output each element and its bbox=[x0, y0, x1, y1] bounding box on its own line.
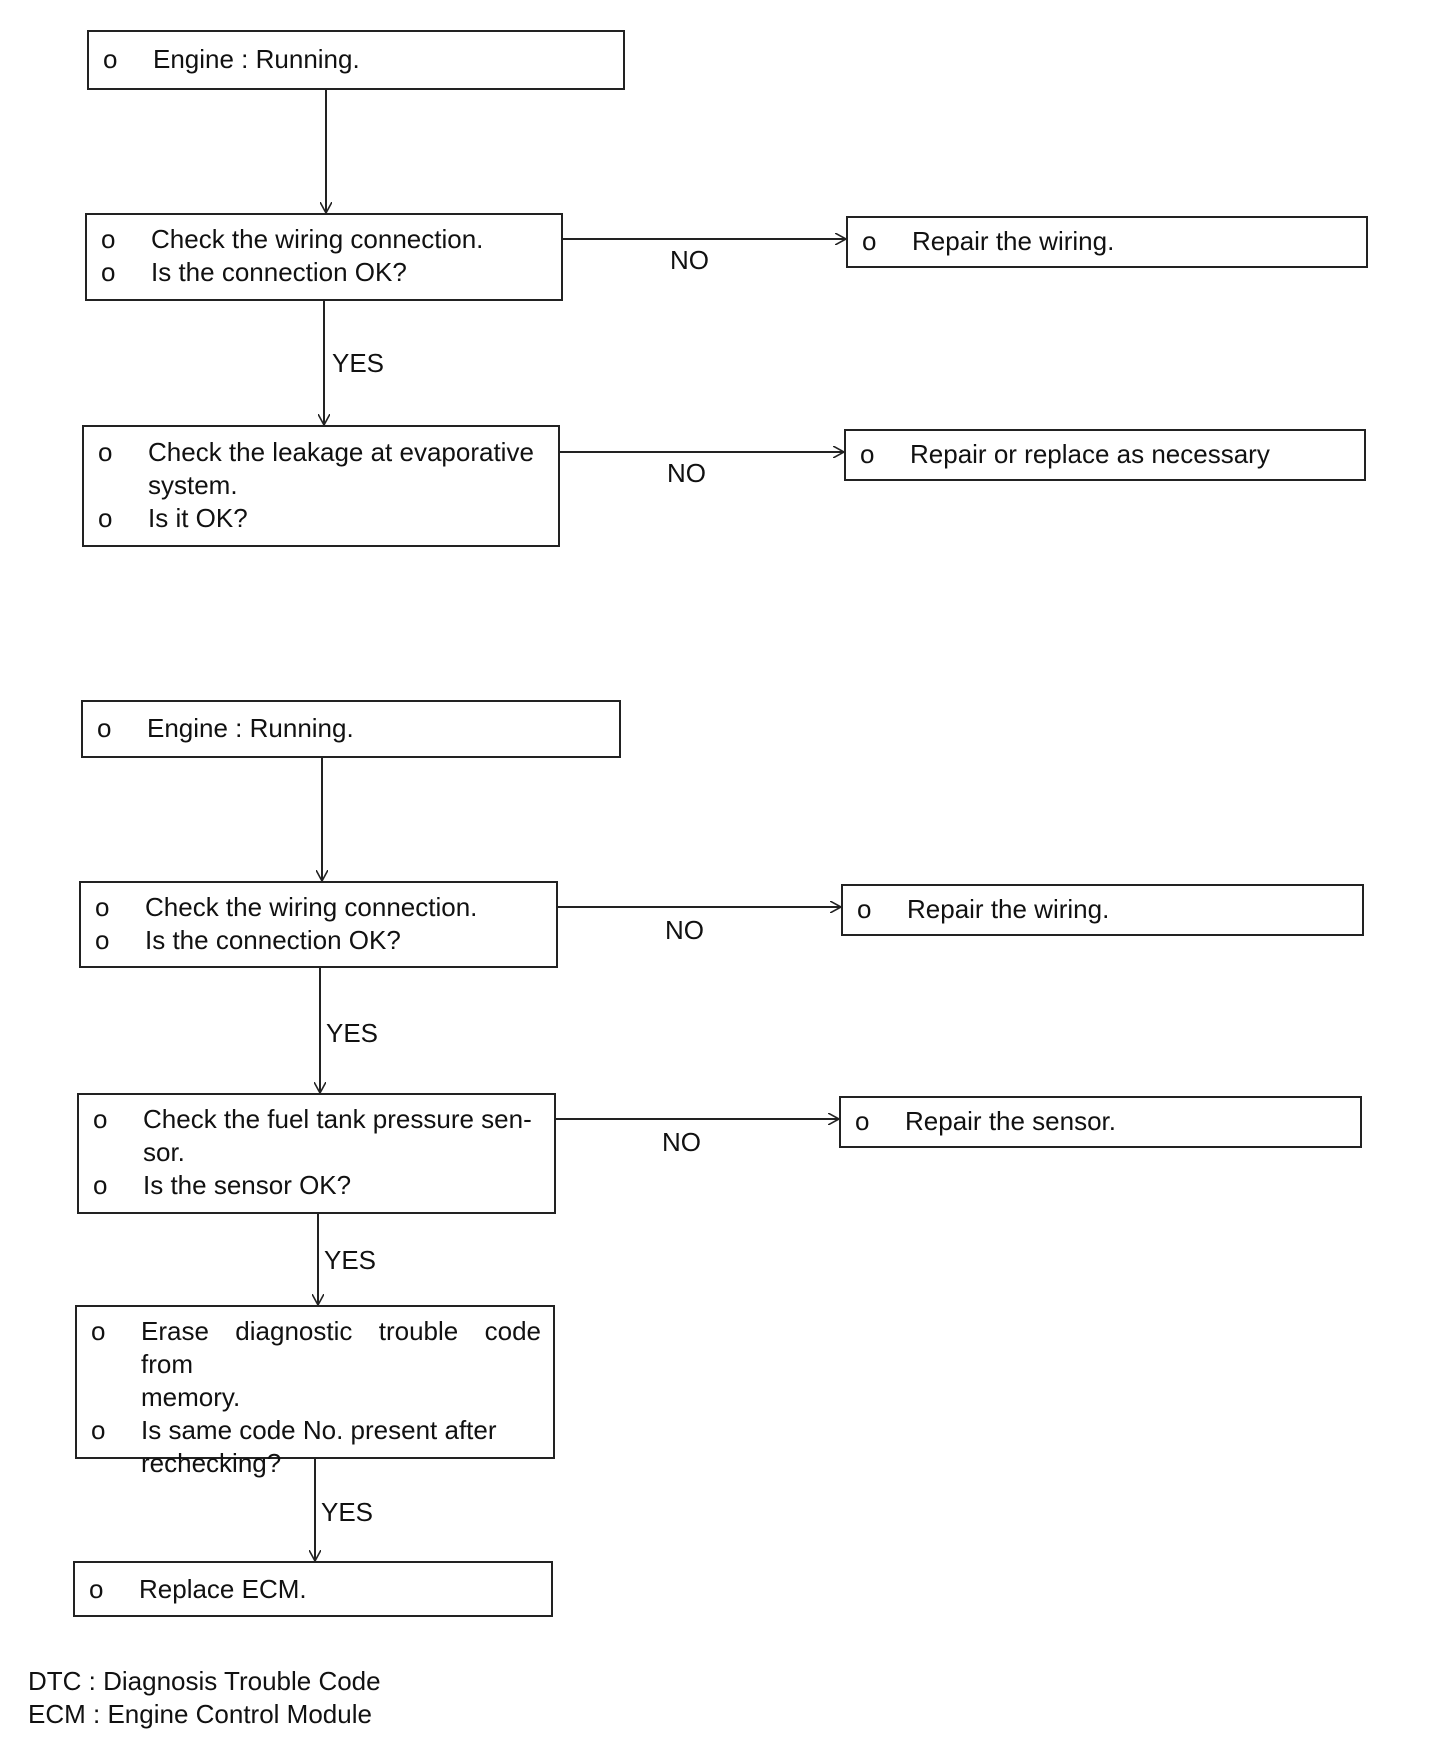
bullet: o bbox=[98, 503, 113, 533]
step-text: Repair the sensor. bbox=[905, 1106, 1117, 1136]
step-check-wiring: o Check the wiring connection. o Is the co… bbox=[79, 881, 558, 968]
step-check-wiring: o Check the wiring connection. o Is the co… bbox=[85, 213, 563, 301]
bullet: o bbox=[91, 1415, 106, 1445]
step-check-leakage: o Check the leakage at evaporative system… bbox=[82, 425, 560, 547]
step-text: Repair the wiring. bbox=[907, 894, 1110, 924]
step-text: Engine : Running. bbox=[147, 713, 354, 743]
step-repair-sensor: o Repair the sensor. bbox=[839, 1096, 1362, 1148]
no-label: NO bbox=[670, 245, 709, 275]
step-text: Is the connection OK? bbox=[145, 925, 401, 955]
step-text: Repair or replace as necessary bbox=[910, 439, 1270, 469]
bullet: o bbox=[98, 437, 113, 467]
step-text: rechecking? bbox=[141, 1448, 282, 1478]
bullet: o bbox=[103, 44, 118, 74]
step-text: Is it OK? bbox=[148, 503, 248, 533]
no-label: NO bbox=[665, 915, 704, 945]
bullet: o bbox=[101, 257, 116, 287]
step-engine-running: o Engine : Running. bbox=[81, 700, 621, 758]
step-replace-ecm: o Replace ECM. bbox=[73, 1561, 553, 1617]
no-label: NO bbox=[667, 458, 706, 488]
bullet: o bbox=[857, 894, 872, 924]
legend-ecm: ECM : Engine Control Module bbox=[28, 1699, 372, 1729]
bullet: o bbox=[97, 713, 112, 743]
bullet: o bbox=[91, 1316, 106, 1346]
step-text: Check the wiring connection. bbox=[151, 224, 484, 254]
step-engine-running: o Engine : Running. bbox=[87, 30, 625, 90]
bullet: o bbox=[101, 224, 116, 254]
step-text: system. bbox=[148, 470, 238, 500]
step-text: Is the connection OK? bbox=[151, 257, 407, 287]
step-text: Repair the wiring. bbox=[912, 226, 1115, 256]
step-text: sor. bbox=[143, 1137, 185, 1167]
yes-label: YES bbox=[332, 348, 385, 378]
step-erase-dtc: o Erase diagnostic trouble code from memo… bbox=[75, 1305, 555, 1478]
step-repair-wiring: o Repair the wiring. bbox=[846, 216, 1368, 268]
bullet: o bbox=[93, 1170, 108, 1200]
yes-label: YES bbox=[326, 1018, 379, 1048]
yes-label: YES bbox=[321, 1497, 374, 1527]
step-text: Engine : Running. bbox=[153, 44, 360, 74]
step-text: Is the sensor OK? bbox=[143, 1170, 352, 1200]
bullet: o bbox=[860, 439, 875, 469]
step-text: memory. bbox=[141, 1382, 241, 1412]
bullet: o bbox=[862, 226, 877, 256]
bullet: o bbox=[95, 892, 110, 922]
step-text: Erase diagnostic trouble code from bbox=[141, 1316, 541, 1379]
bullet: o bbox=[855, 1106, 870, 1136]
abbreviation-legend: DTC : Diagnosis Trouble Code ECM : Engin… bbox=[28, 1665, 381, 1731]
step-text: Check the fuel tank pressure sen- bbox=[143, 1104, 532, 1134]
legend-dtc: DTC : Diagnosis Trouble Code bbox=[28, 1666, 381, 1696]
bullet: o bbox=[93, 1104, 108, 1134]
step-text: Check the leakage at evaporative bbox=[148, 437, 534, 467]
no-label: NO bbox=[662, 1127, 701, 1157]
step-text: Check the wiring connection. bbox=[145, 892, 478, 922]
step-repair-wiring: o Repair the wiring. bbox=[841, 884, 1364, 936]
step-repair-or-replace: o Repair or replace as necessary bbox=[844, 429, 1366, 481]
bullet: o bbox=[89, 1574, 104, 1604]
step-text: Is same code No. present after bbox=[141, 1415, 497, 1445]
bullet: o bbox=[95, 925, 110, 955]
step-text: Replace ECM. bbox=[139, 1574, 307, 1604]
yes-label: YES bbox=[324, 1245, 377, 1275]
